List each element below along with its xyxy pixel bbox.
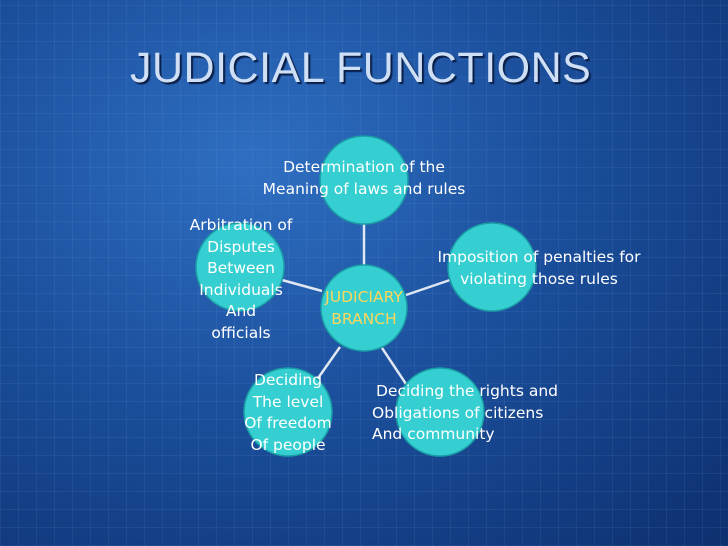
connector-rights bbox=[380, 347, 408, 385]
node-label-line: officials bbox=[211, 323, 271, 342]
slide-title: JUDICIAL FUNCTIONS bbox=[130, 44, 592, 92]
center-label-line: BRANCH bbox=[331, 309, 397, 328]
node-label-rights: Deciding the rights and Obligations of c… bbox=[372, 381, 558, 446]
center-label-line: JUDICIARY bbox=[325, 288, 403, 306]
node-label-line: And community bbox=[372, 425, 495, 443]
node-circle-freedom bbox=[243, 367, 333, 457]
node-label-line: Determination of the bbox=[283, 158, 445, 176]
node-label-line: Individuals bbox=[199, 280, 283, 299]
node-label-freedom: Deciding The level Of freedom Of people bbox=[228, 370, 348, 456]
node-label-line: The level bbox=[252, 392, 324, 411]
node-label-arbitration: Arbitration of Disputes Between Individu… bbox=[176, 215, 306, 344]
connector-imposition bbox=[405, 278, 451, 297]
node-label-line: Deciding the rights and bbox=[376, 382, 558, 400]
node-label-line: Deciding bbox=[253, 371, 323, 389]
connectors bbox=[281, 224, 451, 385]
connector-freedom bbox=[314, 346, 342, 382]
node-circle-arbitration bbox=[195, 222, 285, 312]
node-label-line: Disputes bbox=[207, 237, 275, 256]
node-label-line: Arbitration of bbox=[189, 216, 293, 234]
node-label-line: Between bbox=[207, 259, 275, 277]
node-circle-rights bbox=[395, 367, 485, 457]
node-label-imposition: Imposition of penalties for violating th… bbox=[410, 247, 668, 290]
node-label-line: Meaning of laws and rules bbox=[262, 179, 466, 198]
node-circle-imposition bbox=[447, 222, 537, 312]
connector-arbitration bbox=[281, 278, 323, 293]
node-label-line: Imposition of penalties for bbox=[437, 248, 641, 266]
node-label-line: violating those rules bbox=[460, 269, 618, 288]
node-label-line: Of people bbox=[250, 435, 326, 454]
node-circle-determination bbox=[319, 135, 409, 225]
node-label-line: And bbox=[225, 302, 257, 320]
node-label-determination: Determination of the Meaning of laws and… bbox=[240, 157, 488, 200]
center-label: JUDICIARY BRANCH bbox=[314, 287, 414, 330]
node-label-line: Of freedom bbox=[244, 414, 332, 432]
node-label-line: Obligations of citizens bbox=[372, 403, 544, 422]
circles bbox=[195, 135, 537, 457]
center-circle bbox=[320, 264, 408, 352]
